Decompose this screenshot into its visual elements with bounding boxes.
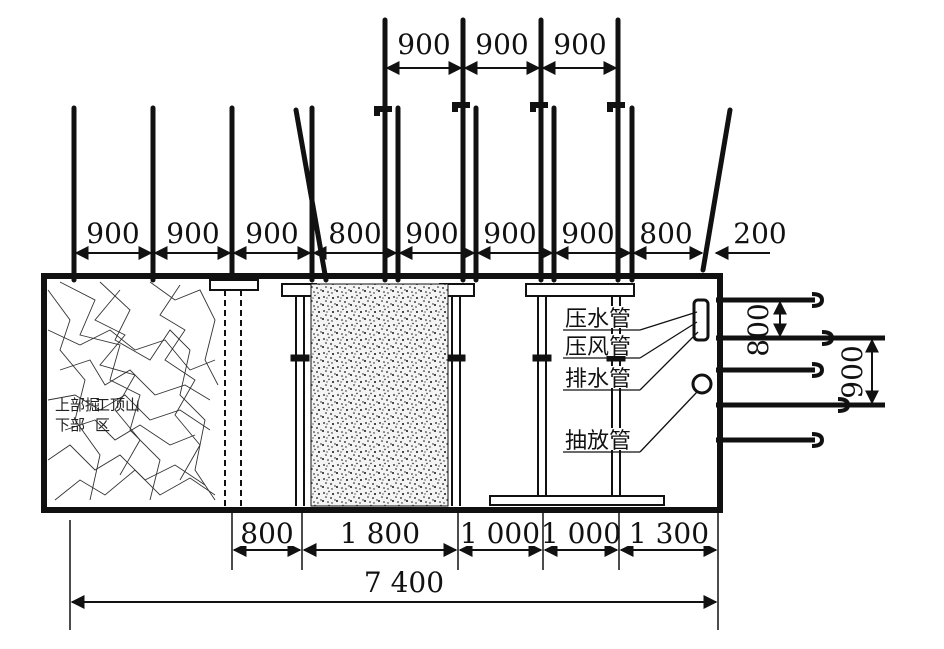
overlay-text-3: 区: [95, 416, 110, 434]
pipe-label-pressure-water: 压水管: [565, 307, 631, 332]
right-spacing-0: 800: [742, 303, 775, 356]
top-spacing-0: 900: [397, 28, 450, 61]
pipe-labels: 压水管 压风管 排水管 抽放管: [563, 306, 699, 454]
pipe-label-drainage: 排水管: [565, 367, 631, 392]
goaf-area: [47, 281, 219, 501]
pipe-label-gas-drainage: 抽放管: [565, 429, 631, 454]
right-dimensions: 800 900: [742, 300, 879, 405]
upper-spacing-5: 900: [483, 217, 536, 250]
total-width: 7 400: [364, 566, 444, 599]
top-spacing-2: 900: [553, 28, 606, 61]
bottom-dimension-row: 800 1 800 1 000 1 000 1 300 7 400: [69, 512, 719, 630]
roadway-section: [41, 273, 723, 513]
pipelines: [691, 292, 885, 448]
upper-spacing-8: 200: [733, 217, 786, 250]
upper-spacing-7: 800: [639, 217, 692, 250]
upper-spacing-4: 900: [405, 217, 458, 250]
overlay-text-1: 工顶山: [95, 396, 140, 414]
bottom-spacing-0: 800: [240, 517, 293, 550]
top-spacing-1: 900: [475, 28, 528, 61]
bolt-clamps: [374, 102, 625, 116]
pipe-label-pressure-air: 压风管: [565, 335, 631, 360]
bottom-spacing-3: 1 000: [541, 517, 621, 550]
upper-spacing-0: 900: [86, 217, 139, 250]
bottom-spacing-1: 1 800: [340, 517, 420, 550]
upper-spacing-6: 900: [561, 217, 614, 250]
bottom-spacing-4: 1 300: [629, 517, 709, 550]
upper-dimension-row: 900 900 900 800 900 900 900 800 200: [74, 217, 787, 260]
upper-spacing-3: 800: [328, 217, 381, 250]
goaf-overlay-labels: 上部掘 工顶山 下部 区: [55, 396, 140, 434]
upper-spacing-2: 900: [245, 217, 298, 250]
bottom-spacing-2: 1 000: [460, 517, 540, 550]
overlay-text-2: 下部: [55, 416, 85, 434]
top-dimension-row: 900 900 900: [385, 28, 618, 75]
right-spacing-1: 900: [836, 345, 869, 398]
roof-bolts: [71, 17, 733, 283]
overlay-text-0: 上部掘: [55, 396, 100, 414]
upper-spacing-1: 900: [166, 217, 219, 250]
filling-body: [310, 283, 449, 507]
